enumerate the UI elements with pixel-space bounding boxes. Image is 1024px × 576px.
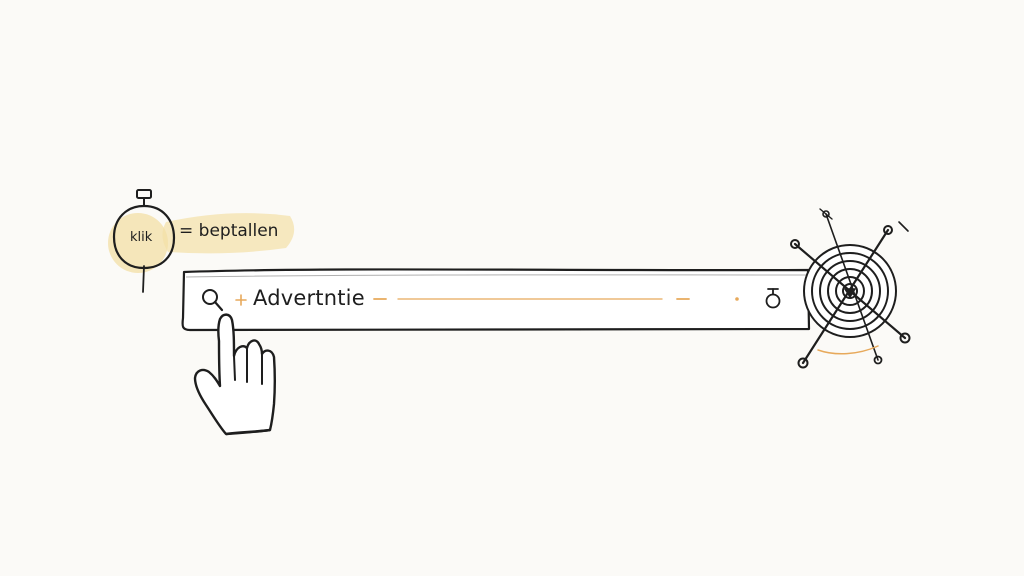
definition-highlight bbox=[162, 213, 295, 254]
input-placeholder-dot bbox=[735, 297, 739, 301]
search-input[interactable]: Advertntie bbox=[253, 286, 365, 310]
search-bar-frame bbox=[181, 268, 811, 332]
search-bar-inner-line bbox=[185, 274, 807, 278]
timer-label: klik bbox=[130, 230, 153, 245]
timer-highlight bbox=[108, 213, 168, 273]
definition-text: = beptallen bbox=[179, 221, 279, 241]
